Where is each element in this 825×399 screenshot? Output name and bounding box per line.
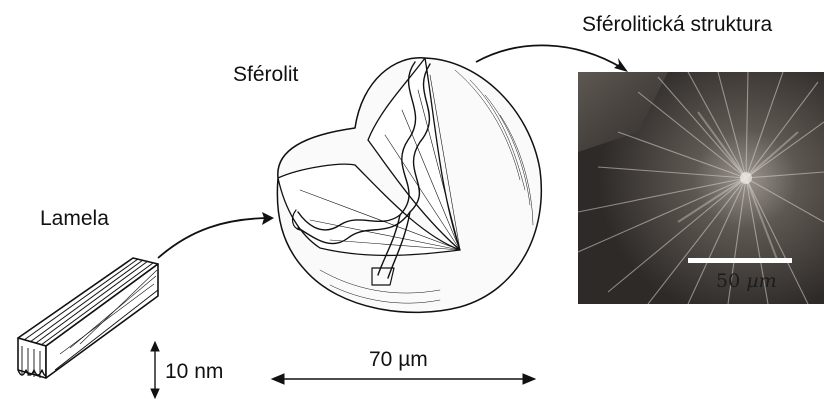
arrow-lamella-to-spherulite [158, 218, 272, 258]
micrograph-scale-label: 50 µm [716, 272, 777, 291]
arrow-to-micrograph [476, 45, 622, 68]
label-spherulite: Sférolit [233, 64, 298, 85]
lamella-thickness-marker [151, 342, 159, 398]
label-lamella: Lamela [40, 208, 109, 229]
micrograph-scale-bar [688, 258, 792, 263]
spherulite-micrograph: 50 µm [578, 72, 824, 304]
spherulite [277, 58, 541, 313]
label-10nm: 10 nm [165, 361, 223, 382]
lamella-block [18, 258, 158, 378]
spherulite-diameter-marker [272, 374, 535, 384]
label-70um: 70 µm [369, 349, 428, 370]
micrograph-image [578, 72, 824, 304]
label-spherulitic-structure: Sférolitická struktura [582, 14, 772, 35]
